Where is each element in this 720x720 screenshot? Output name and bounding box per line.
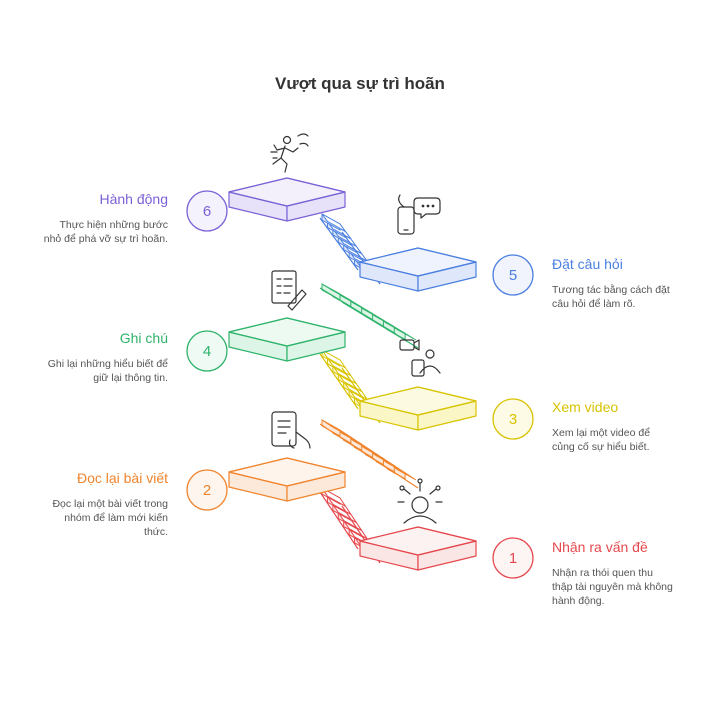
svg-text:4: 4 (203, 343, 211, 360)
platform-5 (359, 247, 477, 292)
step-1-title: Nhận ra vấn đề (552, 539, 648, 555)
staircase-4 (319, 283, 419, 349)
platform-6 (228, 177, 346, 222)
step-6-number: 6 (186, 190, 228, 232)
svg-text:6: 6 (203, 203, 211, 220)
page-title: Vượt qua sự trì hoãn (275, 74, 445, 93)
idea-person-icon (397, 478, 443, 524)
platform-4 (228, 317, 346, 362)
staircase-2 (319, 419, 419, 489)
step-5-title: Đặt câu hỏi (552, 256, 623, 272)
step-1-number: 1 (492, 537, 534, 579)
svg-text:1: 1 (509, 550, 517, 567)
step-3-title: Xem video (552, 399, 619, 415)
svg-text:3: 3 (509, 411, 517, 428)
step-2-title: Đọc lại bài viết (76, 470, 168, 486)
step-6-title: Hành động (99, 191, 168, 207)
svg-text:2: 2 (203, 482, 211, 499)
svg-text:5: 5 (509, 267, 517, 284)
platform-2 (228, 457, 346, 502)
step-2-number: 2 (186, 469, 228, 511)
step-4-title: Ghi chú (119, 330, 168, 346)
running-person-icon (270, 133, 309, 173)
note-writing-icon (271, 270, 307, 311)
step-4-number: 4 (186, 330, 228, 372)
step-3-number: 3 (492, 398, 534, 440)
video-call-icon (399, 339, 441, 377)
chat-phone-icon (397, 194, 441, 235)
tablet-reading-icon (271, 411, 311, 449)
platform-1 (359, 526, 477, 571)
step-5-number: 5 (492, 254, 534, 296)
platform-3 (359, 386, 477, 431)
